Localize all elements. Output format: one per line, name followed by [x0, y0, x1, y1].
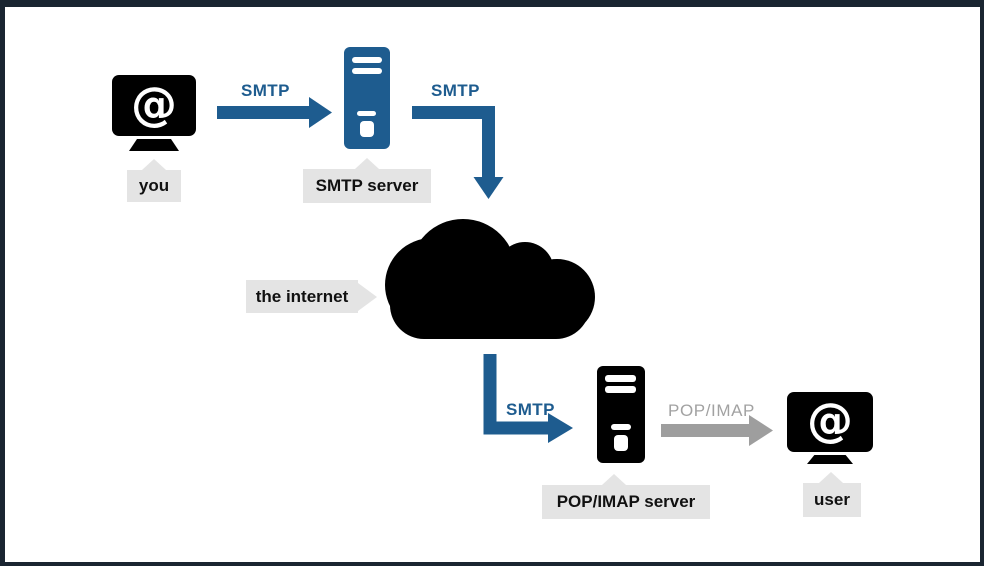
- label-pointer-right: [358, 282, 377, 311]
- edge-label-smtp-3: SMTP: [506, 400, 555, 419]
- monitor-at-icon: @: [787, 392, 873, 452]
- edge-label-pop-imap: POP/IMAP: [668, 401, 755, 420]
- label-pointer-up: [819, 472, 843, 483]
- edge-label-smtp-1: SMTP: [241, 81, 290, 100]
- node-user: @: [787, 392, 873, 464]
- server-led-bar: [357, 111, 376, 116]
- smtp-arrow-server-to-internet: [412, 106, 504, 199]
- frame-border-right: [980, 0, 984, 566]
- frame-border-left: [0, 0, 5, 566]
- monitor-stand: [807, 455, 853, 464]
- server-slot: [605, 375, 636, 382]
- label-pointer-up: [355, 158, 379, 169]
- node-label-smtp-server: SMTP server: [303, 158, 431, 203]
- server-button: [614, 435, 628, 451]
- label-pointer-up: [142, 159, 166, 170]
- server-led-bar: [611, 424, 631, 430]
- at-symbol: @: [807, 393, 853, 447]
- node-label-user: user: [803, 472, 861, 517]
- label-text: user: [814, 490, 850, 509]
- edge-label-smtp-2: SMTP: [431, 81, 480, 100]
- node-label-pop-imap-server: POP/IMAP server: [542, 474, 710, 519]
- smtp-arrow-you-to-server: [217, 97, 332, 128]
- label-text: the internet: [255, 286, 349, 306]
- at-symbol: @: [131, 76, 177, 131]
- label-text: SMTP server: [315, 176, 419, 195]
- label-text: you: [138, 176, 170, 195]
- server-button: [360, 121, 374, 137]
- node-label-internet: the internet: [246, 280, 377, 313]
- label-pointer-up: [602, 474, 626, 485]
- server-tower-icon: [597, 366, 645, 463]
- pop-imap-arrow-pop-to-user: [661, 415, 773, 446]
- node-label-you: you: [127, 159, 181, 202]
- node-you: @: [112, 75, 196, 151]
- frame-border-bottom: [0, 562, 984, 566]
- cloud-icon: [385, 219, 595, 339]
- server-tower-icon: [344, 47, 390, 149]
- server-slot: [352, 68, 382, 74]
- monitor-at-icon: @: [112, 75, 196, 136]
- smtp-arrow-internet-to-pop: [483, 354, 573, 443]
- server-slot: [605, 386, 636, 393]
- monitor-stand: [129, 139, 179, 151]
- label-text: POP/IMAP server: [556, 492, 696, 511]
- server-slot: [352, 57, 382, 63]
- frame-border-top: [0, 0, 984, 7]
